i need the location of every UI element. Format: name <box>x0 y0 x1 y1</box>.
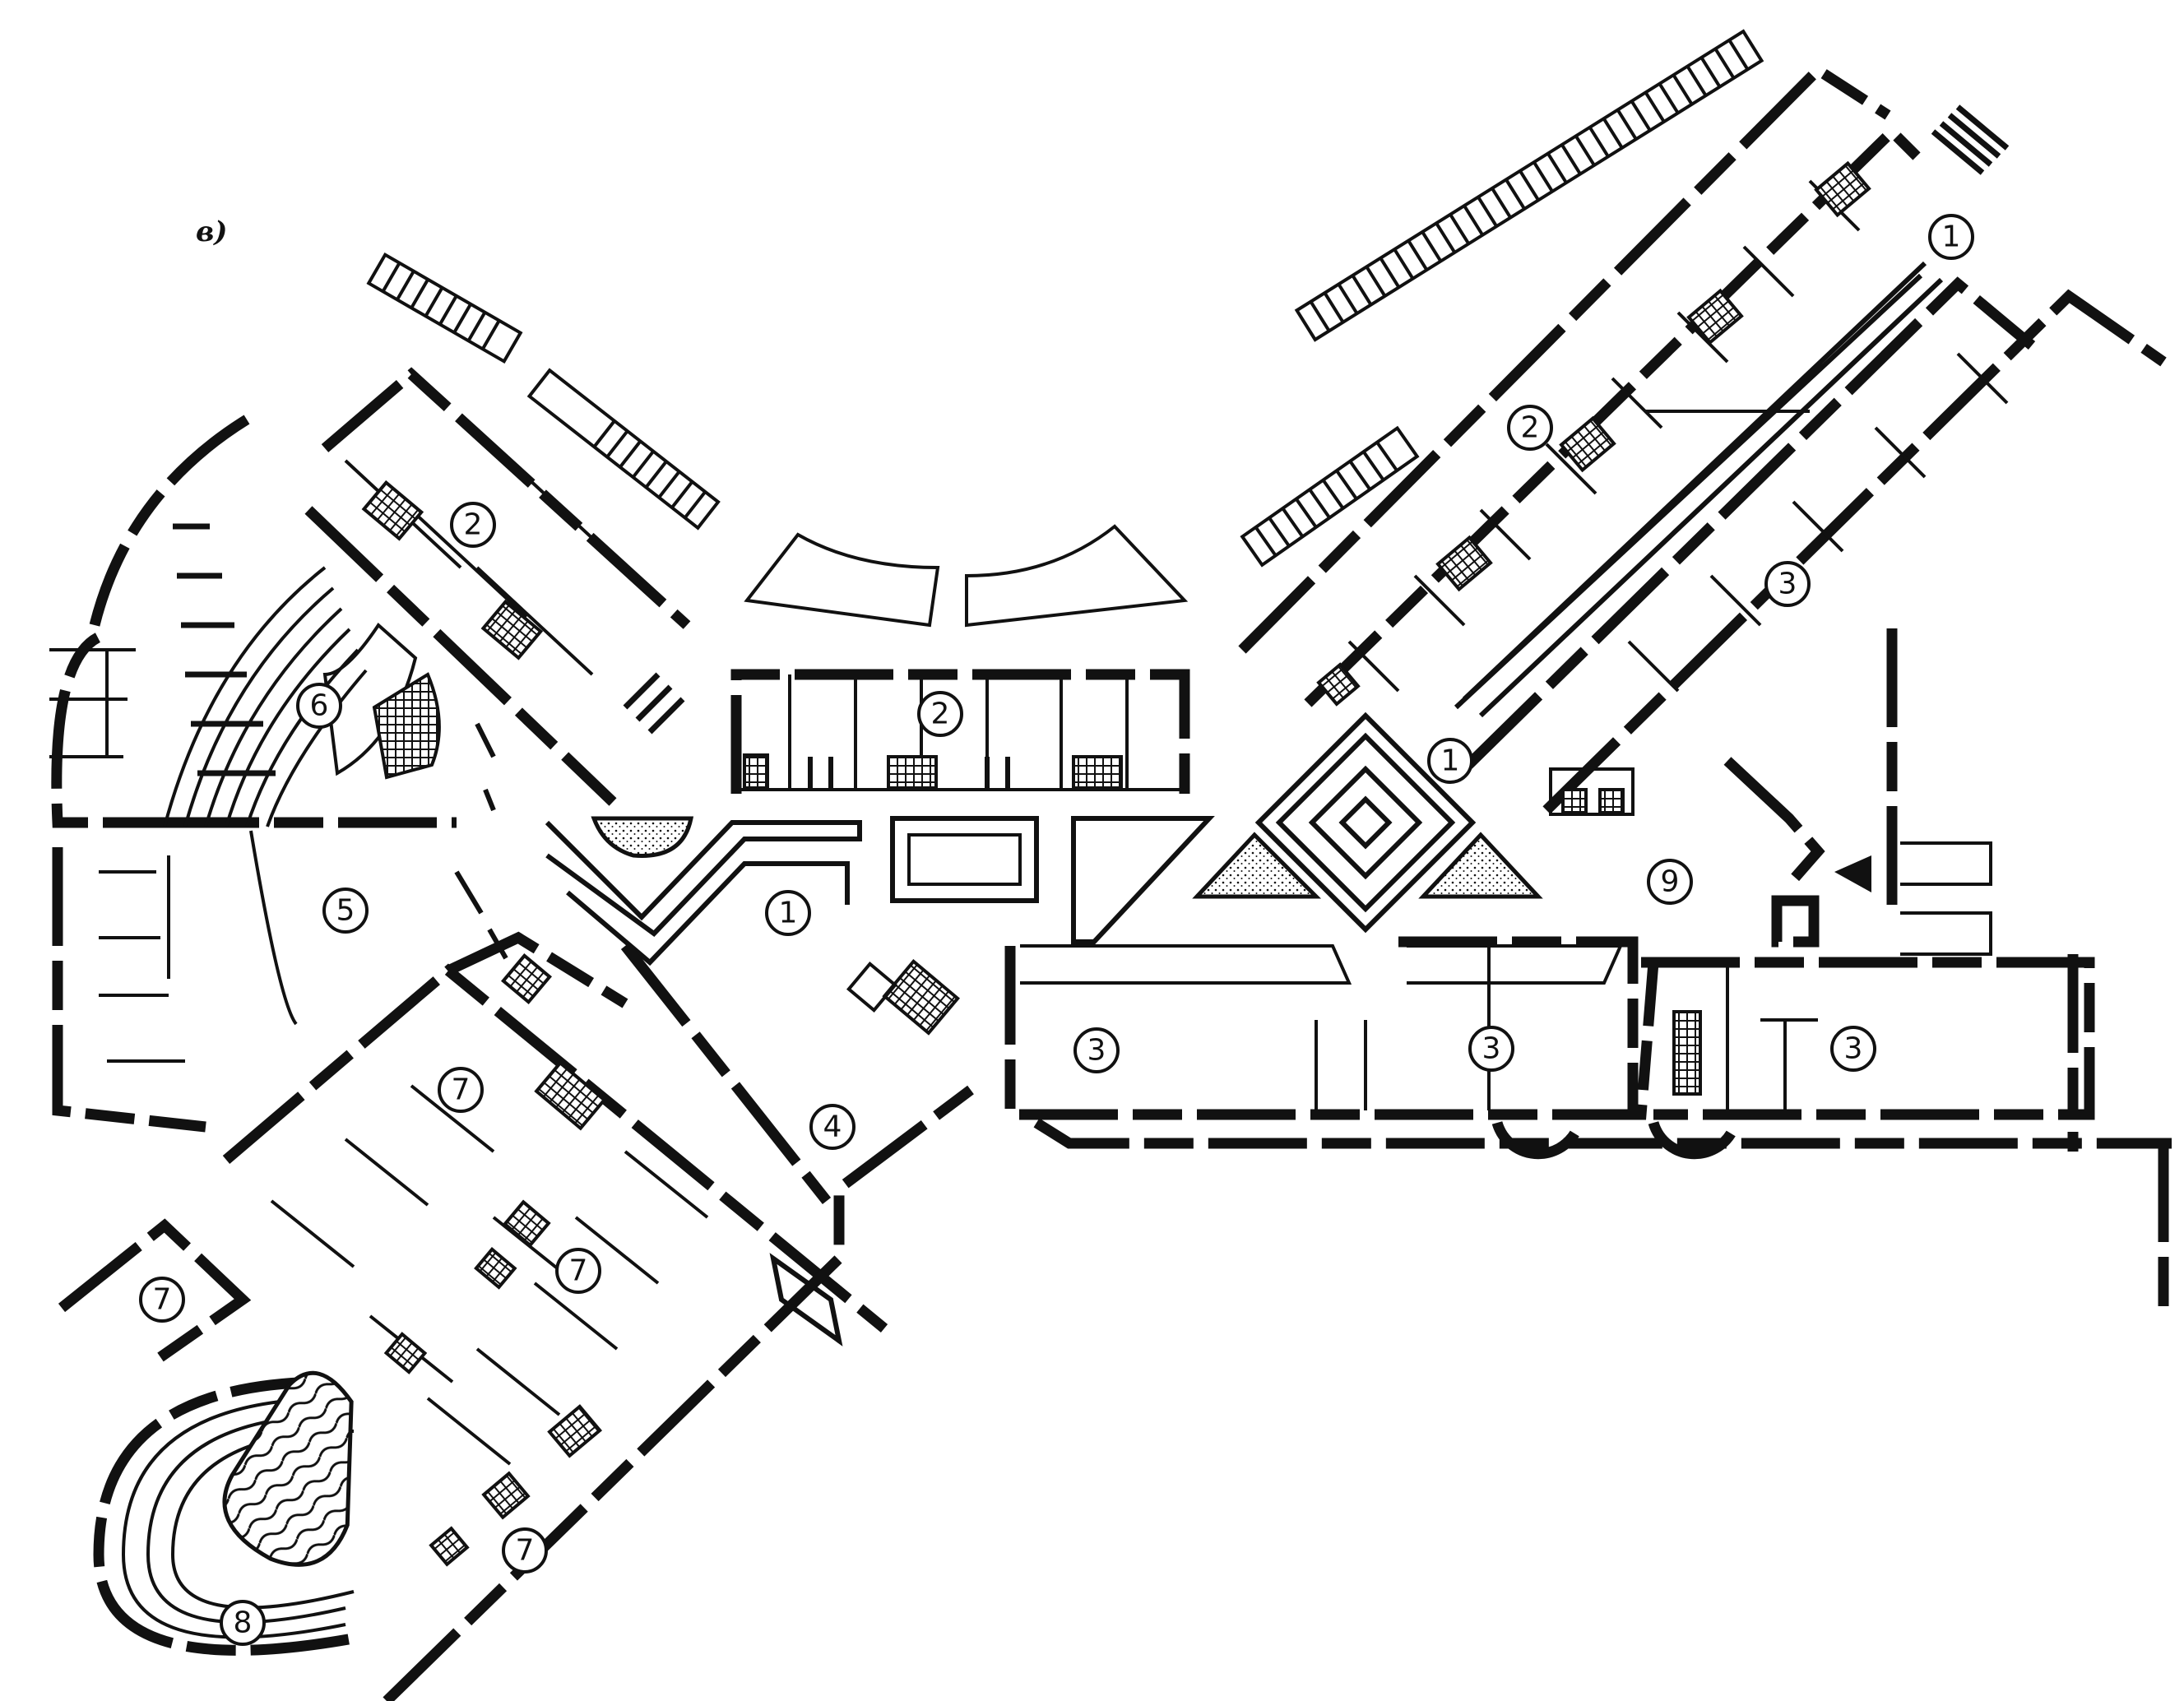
svg-text:8: 8 <box>234 1606 253 1640</box>
svg-text:3: 3 <box>1778 568 1797 601</box>
room-number-3a: 3 <box>1764 561 1811 607</box>
room-number-3c: 3 <box>1468 1026 1514 1072</box>
northwest-wing <box>304 367 691 806</box>
svg-text:3: 3 <box>1482 1032 1501 1066</box>
room-number-5: 5 <box>322 888 369 934</box>
svg-text:2: 2 <box>931 698 950 731</box>
svg-text:3: 3 <box>1844 1032 1863 1066</box>
room-number-3b: 3 <box>1073 1027 1120 1073</box>
room-number-6: 6 <box>296 683 342 729</box>
room-number-2c: 2 <box>917 691 963 737</box>
svg-text:7: 7 <box>569 1254 588 1288</box>
svg-text:1: 1 <box>1441 744 1460 778</box>
svg-text:2: 2 <box>464 508 483 542</box>
room-number-8: 8 <box>220 1600 266 1646</box>
entrance-canopies <box>744 524 1189 628</box>
northeast-wing <box>1238 63 2167 1152</box>
room-number-1a: 1 <box>1928 214 1974 260</box>
svg-text:5: 5 <box>336 894 355 928</box>
main-hall-features <box>545 711 1543 966</box>
room-number-7c: 7 <box>139 1277 185 1323</box>
room-number-2b: 2 <box>1507 405 1553 451</box>
room-number-3d: 3 <box>1830 1026 1876 1072</box>
svg-text:1: 1 <box>779 897 798 930</box>
svg-text:7: 7 <box>153 1283 172 1317</box>
svg-text:3: 3 <box>1087 1034 1106 1068</box>
figure-label: в) <box>196 216 228 248</box>
svg-text:9: 9 <box>1661 865 1680 899</box>
parking-stalls <box>366 29 1764 568</box>
southwest-wing <box>58 931 974 1701</box>
svg-text:7: 7 <box>452 1073 471 1107</box>
room-number-7a: 7 <box>438 1067 484 1113</box>
svg-text:6: 6 <box>310 689 329 723</box>
room-number-markers: 1 1 1 2 2 2 3 3 3 3 4 5 6 7 7 7 7 8 9 <box>139 214 1974 1646</box>
room-number-4: 4 <box>809 1104 856 1150</box>
svg-text:7: 7 <box>516 1534 535 1568</box>
room-number-1c: 1 <box>765 890 811 936</box>
svg-text:4: 4 <box>823 1110 842 1144</box>
room-number-1b: 1 <box>1427 738 1473 784</box>
auditorium <box>49 415 508 1133</box>
svg-text:1: 1 <box>1942 220 1961 254</box>
central-block <box>730 669 1190 794</box>
room-number-7b: 7 <box>555 1248 601 1294</box>
room-number-7d: 7 <box>502 1527 548 1574</box>
room-number-2a: 2 <box>450 502 496 548</box>
room-number-9: 9 <box>1647 859 1693 905</box>
svg-text:2: 2 <box>1521 411 1540 445</box>
